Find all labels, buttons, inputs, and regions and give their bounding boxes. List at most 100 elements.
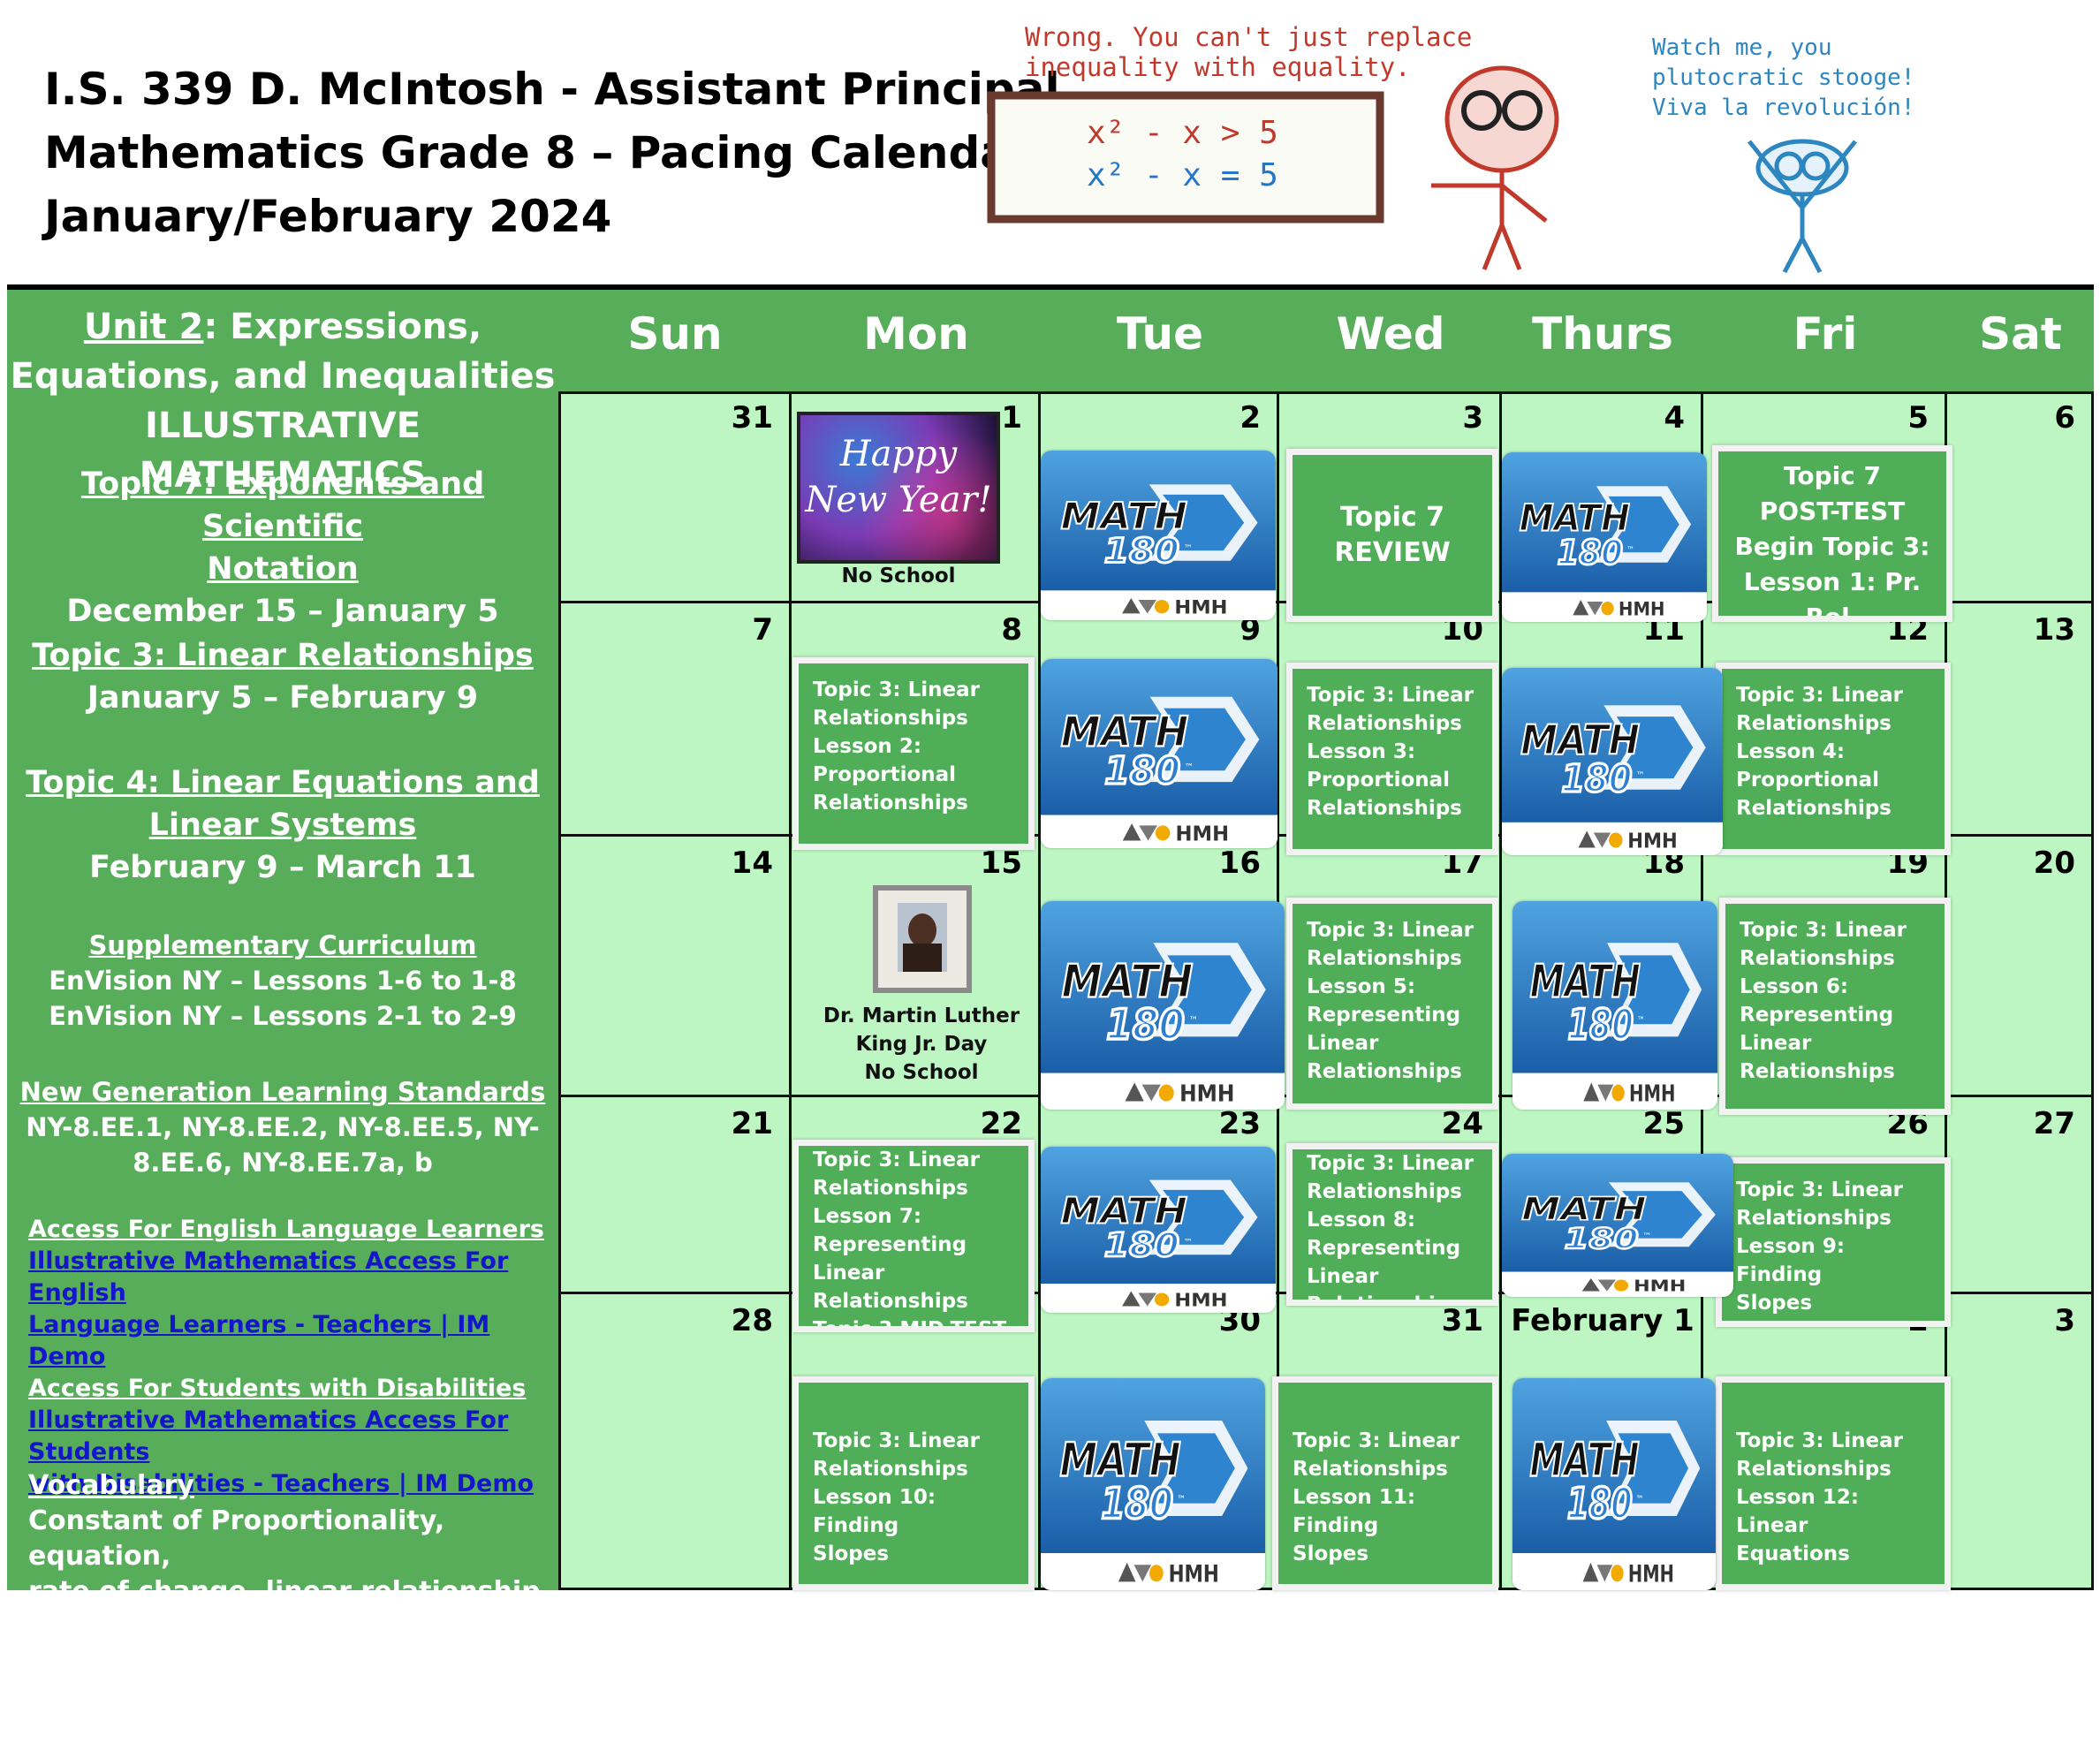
day-number: 16	[1218, 845, 1261, 881]
day-number: 3	[1462, 400, 1483, 436]
lesson-4-tile: Topic 3: Linear Relationships Lesson 4: …	[1716, 663, 1951, 855]
vocabulary-title: Vocabulary	[28, 1470, 194, 1501]
topic7-block: Topic 7: Exponents and Scientific Notati…	[7, 463, 558, 633]
vocabulary-line-2: rate of change, linear relationship, slo…	[28, 1576, 551, 1642]
math180-word: MATH	[1530, 954, 1641, 1008]
teacher-figure	[1431, 65, 1559, 270]
math180-brand: HMH	[1628, 1560, 1674, 1588]
day-number: 22	[980, 1106, 1022, 1141]
math180-number: 180	[1565, 1222, 1639, 1255]
topic7-post-test-tile: Topic 7 POST-TEST Begin Topic 3: Lesson …	[1712, 445, 1952, 622]
math180-tm: ™	[1636, 771, 1645, 782]
math180-word: MATH	[1529, 1432, 1639, 1486]
math180-tm: ™	[1185, 762, 1194, 773]
topic4-dates: February 9 – March 11	[89, 850, 476, 885]
page-title: I.S. 339 D. McIntosh - Assistant Princip…	[44, 57, 1060, 248]
mlk-day-label: Dr. Martin Luther King Jr. Day No School	[823, 1004, 1020, 1084]
weekday-tue: Tue	[1116, 308, 1204, 360]
whiteboard	[987, 91, 1384, 224]
day-number: 5	[1907, 400, 1929, 436]
day-cell: 31	[558, 391, 792, 603]
weekday-mon: Mon	[863, 308, 969, 360]
day-number: 14	[731, 845, 773, 881]
unit-title: : Expressions,	[203, 307, 482, 347]
math180-word: MATH	[1061, 954, 1193, 1008]
unit-title-line-2: Equations, and Inequalities	[10, 356, 556, 397]
weekday-fri: Fri	[1793, 308, 1858, 360]
math180-tm: ™	[1626, 545, 1634, 555]
math180-number: 180	[1567, 1479, 1633, 1528]
topic7-title-2: Notation	[207, 551, 359, 587]
lesson-12-tile: Topic 3: Linear Relationships Lesson 12:…	[1716, 1376, 1951, 1590]
new-year-image: Happy New Year!	[797, 412, 1000, 564]
supplementary-block: Supplementary Curriculum EnVision NY – L…	[7, 928, 558, 1034]
calendar-grid-frame	[558, 391, 2094, 1590]
weekday-sat: Sat	[1979, 308, 2062, 360]
vocabulary-block: Vocabulary Constant of Proportionality, …	[28, 1468, 558, 1751]
vocabulary-line-1: Constant of Proportionality, equation,	[28, 1505, 445, 1572]
supplementary-line-2: EnVision NY – Lessons 2-1 to 2-9	[49, 1001, 517, 1031]
standards-block: New Generation Learning Standards NY-8.E…	[7, 1074, 558, 1180]
day-number: 31	[1441, 1303, 1483, 1338]
day-cell: 6	[1947, 391, 2094, 603]
standards-line-1: NY-8.EE.1, NY-8.EE.2, NY-8.EE.5, NY-	[26, 1112, 540, 1142]
topic3-block: Topic 3: Linear Relationships January 5 …	[7, 634, 558, 719]
math180-number: 180	[1104, 749, 1180, 793]
board-line-1: x² - x > 5	[1087, 115, 1278, 151]
math180-tm: ™	[1189, 1015, 1199, 1027]
math180-word: MATH	[1520, 717, 1640, 764]
day-cell: 27	[1947, 1097, 2094, 1294]
board-line-2: x² - x = 5	[1087, 157, 1278, 193]
day-number: 28	[731, 1303, 773, 1338]
lesson-7-tile: Topic 3: Linear Relationships Lesson 7: …	[792, 1140, 1035, 1332]
day-number: 4	[1664, 400, 1685, 436]
day-number: 9	[1240, 612, 1261, 648]
math180-tm: ™	[1184, 1238, 1193, 1247]
mlk-portrait	[873, 885, 972, 993]
math180-brand: HMH	[1174, 1290, 1227, 1311]
lesson-11-tile: Topic 3: Linear Relationships Lesson 11:…	[1272, 1376, 1498, 1590]
lesson-8-tile: Topic 3: Linear Relationships Lesson 8: …	[1286, 1143, 1498, 1306]
access-block: Access For English Language Learners Ill…	[28, 1214, 558, 1500]
title-line-1: I.S. 339 D. McIntosh - Assistant Princip…	[44, 64, 1060, 115]
unit-sidebar: Unit 2: Expressions, Equations, and Ineq…	[7, 290, 558, 1748]
unit-heading: Unit 2: Expressions, Equations, and Ineq…	[7, 302, 558, 500]
math180-word: MATH	[1520, 496, 1630, 540]
math180-brand: HMH	[1634, 1277, 1686, 1295]
day-number: 6	[2054, 400, 2075, 436]
math180-brand: HMH	[1176, 822, 1230, 845]
topic7-title-1: Topic 7: Exponents and Scientific	[80, 466, 485, 544]
day-number: 3	[2054, 1303, 2075, 1338]
ell-link[interactable]: Illustrative Mathematics Access For Engl…	[28, 1247, 509, 1370]
math180-brand: HMH	[1627, 830, 1677, 853]
lesson-6-tile: Topic 3: Linear Relationships Lesson 6: …	[1719, 898, 1951, 1115]
math180-number: 180	[1561, 756, 1632, 800]
topic4-title-1: Topic 4: Linear Equations and	[26, 765, 540, 800]
math180-word: MATH	[1061, 708, 1189, 756]
supplementary-title: Supplementary Curriculum	[88, 930, 477, 960]
day-number: 13	[2033, 612, 2075, 648]
day-cell: 20	[1947, 837, 2094, 1097]
topic4-title-2: Linear Systems	[148, 807, 417, 843]
day-cell: 3	[1947, 1294, 2094, 1590]
weekday-sun: Sun	[627, 308, 723, 360]
math180-number: 180	[1557, 534, 1622, 573]
speech-right-1: Watch me, you	[1652, 34, 1832, 61]
day-cell: 28	[558, 1294, 792, 1590]
lesson-3-tile: Topic 3: Linear Relationships Lesson 3: …	[1286, 663, 1498, 855]
lesson-10-tile: Topic 3: Linear Relationships Lesson 10:…	[792, 1376, 1035, 1590]
math180-tm: ™	[1637, 1015, 1645, 1027]
swd-link[interactable]: Illustrative Mathematics Access For Stud…	[28, 1406, 534, 1497]
standards-title: New Generation Learning Standards	[19, 1077, 546, 1107]
math180-tm: ™	[1184, 544, 1193, 554]
math180-number: 180	[1104, 532, 1179, 572]
day-number: 27	[2033, 1106, 2075, 1141]
curriculum-name: ILLUSTRATIVE MATHEMATICS	[139, 406, 427, 496]
